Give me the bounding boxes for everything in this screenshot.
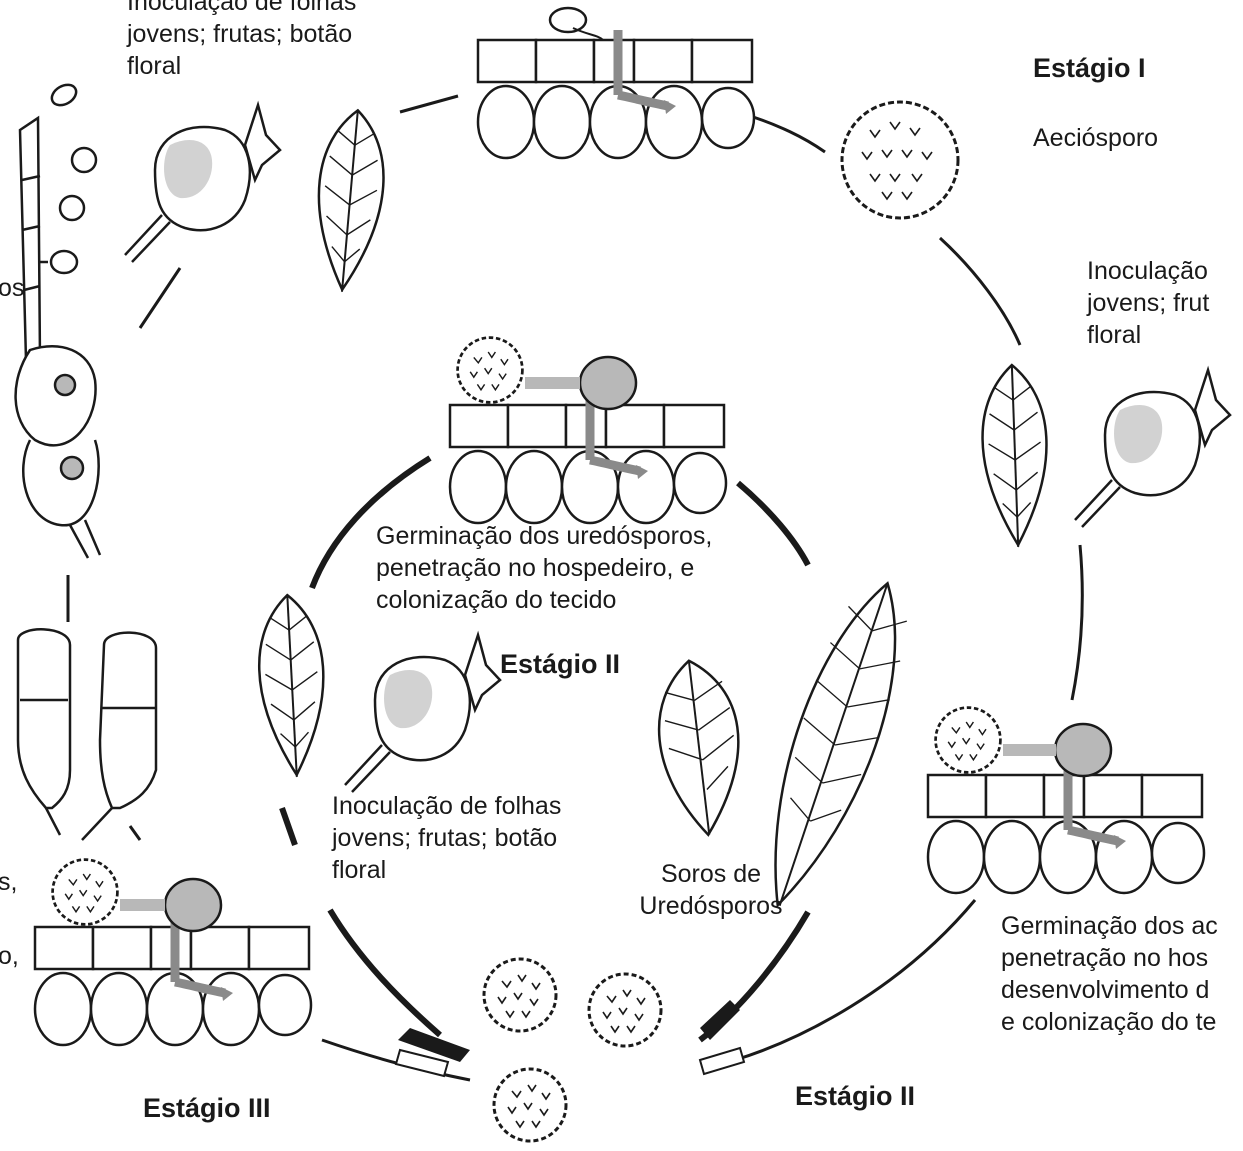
center-inoculation-label: Inoculação de folhas jovens; frutas; bot… — [332, 790, 561, 886]
left-cut-label-2: s, — [0, 866, 17, 898]
bottom-stage-3-title: Estágio III — [143, 1092, 271, 1124]
arc-right-upper — [940, 238, 1020, 345]
right-inoculation-label: Inoculação jovens; frut floral — [1087, 255, 1243, 351]
urediniospore-2 — [589, 974, 661, 1046]
center-germination-label: Germinação dos uredósporos, penetração n… — [376, 520, 712, 616]
arc-left-upper — [140, 268, 180, 328]
infected-leaf-1 — [649, 655, 751, 839]
center-tissue-infection — [450, 338, 726, 523]
top-tissue-infection — [478, 8, 754, 158]
arc-left-lower — [130, 826, 140, 840]
urediniospore-3 — [494, 1069, 566, 1141]
white-arrow-right — [700, 1048, 744, 1074]
top-left-inoculation-label: Inoculação de folhas jovens; frutas; bot… — [127, 0, 417, 82]
arc-top-left — [400, 96, 458, 112]
fruit-top-left — [125, 105, 280, 262]
black-arrow-right — [700, 1000, 740, 1040]
leaf-right — [980, 364, 1050, 548]
right-germination-label: Germinação dos ac penetração no hos dese… — [1001, 910, 1218, 1038]
inner-arc-bottom-left — [330, 910, 440, 1035]
bottom-arrows — [396, 1000, 744, 1076]
arc-right-middle — [1072, 545, 1082, 700]
bottom-left-tissue-infection — [35, 860, 311, 1045]
fruit-right — [1075, 370, 1230, 527]
stage-1-title: Estágio I — [1033, 52, 1146, 84]
right-tissue-infection — [928, 708, 1204, 893]
left-cut-label-1: os — [0, 272, 24, 304]
center-stage-2-title: Estágio II — [500, 648, 620, 680]
urediniospore-1 — [484, 959, 556, 1031]
leaf-top-left — [310, 108, 389, 295]
teliospores-left — [18, 629, 156, 840]
sori-label: Soros de Uredósporos — [626, 858, 796, 922]
arc-right-lower — [735, 900, 975, 1060]
basidium-left — [16, 81, 100, 558]
fruit-inner-left — [345, 635, 500, 792]
aeciospore-top — [842, 102, 958, 218]
inner-arc-upper-right — [738, 483, 808, 565]
inner-arc-left — [282, 808, 295, 845]
leaf-inner-left — [255, 593, 328, 778]
stage-1-spore-label: Aeciósporo — [1033, 122, 1158, 154]
left-cut-label-3: o, — [0, 940, 19, 972]
bottom-stage-2-title: Estágio II — [795, 1080, 915, 1112]
